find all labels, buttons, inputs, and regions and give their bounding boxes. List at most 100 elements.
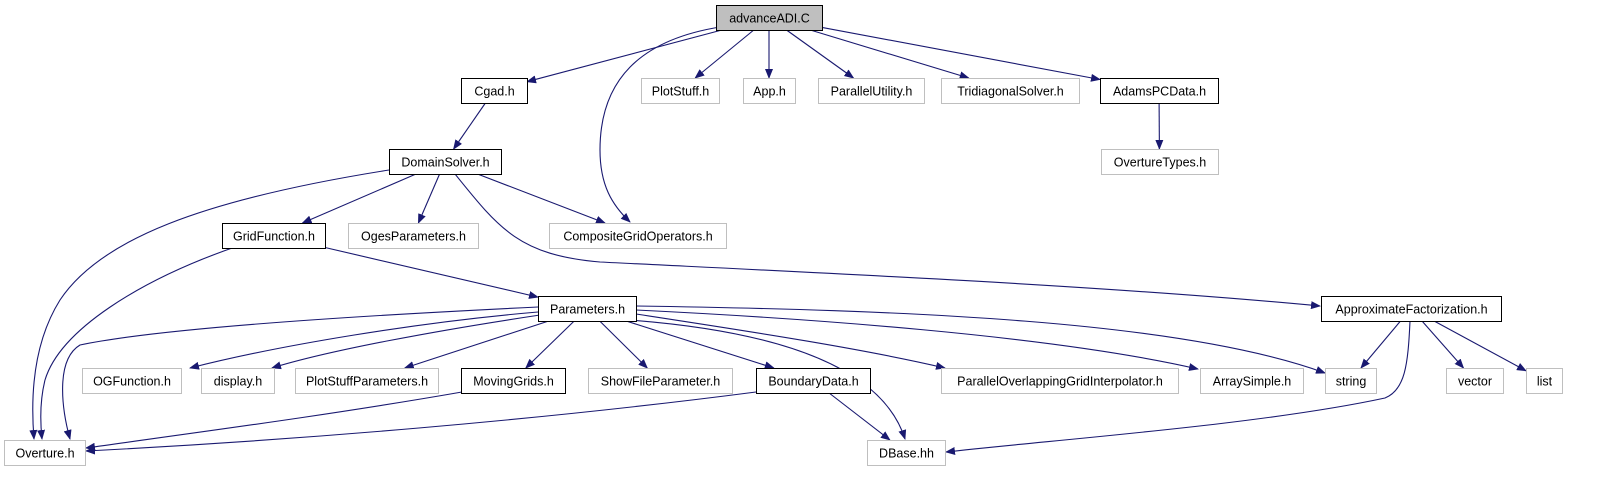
- edge-MovingGrids-to-Overture: [85, 391, 463, 451]
- node-label-PlotStuffParameters: PlotStuffParameters.h: [306, 375, 428, 389]
- node-box-vector: [1446, 368, 1504, 394]
- node-label-OvertureTypes: OvertureTypes.h: [1114, 156, 1206, 170]
- node-Cgad[interactable]: Cgad.h: [461, 78, 528, 104]
- node-list: list: [1526, 368, 1563, 394]
- node-Parameters[interactable]: Parameters.h: [538, 296, 637, 322]
- edge-DomainSolver-to-OgesParameters: [417, 173, 441, 224]
- edge-Parameters-to-MovingGrids: [525, 320, 575, 369]
- node-GridFunction[interactable]: GridFunction.h: [222, 223, 326, 249]
- node-label-ParallelUtility: ParallelUtility.h: [831, 85, 913, 99]
- node-MovingGrids[interactable]: MovingGrids.h: [461, 368, 566, 394]
- node-box-string: [1325, 368, 1377, 394]
- node-display: display.h: [201, 368, 275, 394]
- edge-Parameters-to-ArraySimple: [635, 309, 1199, 371]
- edge-GridFunction-to-Overture: [37, 246, 236, 440]
- edge-Parameters-to-display: [271, 314, 541, 370]
- edge-advanceADI-to-CompositeGridOperators: [599, 26, 721, 223]
- node-box-TridiagonalSolver: [941, 78, 1080, 104]
- node-box-Parameters: [538, 296, 637, 322]
- edge-advanceADI-to-ParallelUtility: [786, 29, 855, 79]
- node-label-Parameters: Parameters.h: [550, 303, 625, 317]
- edge-advanceADI-to-Cgad: [526, 29, 723, 84]
- node-box-ParallelOverlappingGridInterpolator: [941, 368, 1179, 394]
- node-box-ApproximateFactorization: [1321, 296, 1502, 322]
- node-ApproximateFactorization[interactable]: ApproximateFactorization.h: [1321, 296, 1502, 322]
- edge-BoundaryData-to-Overture: [85, 391, 757, 455]
- edges-layer: [29, 26, 1527, 455]
- node-box-PlotStuff: [641, 78, 720, 104]
- edge-BoundaryData-to-DBase: [828, 392, 891, 441]
- edge-Parameters-to-BoundaryData: [626, 320, 775, 370]
- node-label-OGFunction: OGFunction.h: [93, 375, 171, 389]
- node-box-ShowFileParameter: [588, 368, 733, 394]
- edge-advanceADI-to-AdamsPCData: [821, 26, 1101, 82]
- node-label-DomainSolver: DomainSolver.h: [401, 156, 489, 170]
- edge-Parameters-to-ParallelOverlappingGridInterpolator: [635, 313, 946, 370]
- edge-Parameters-to-Overture: [62, 306, 539, 440]
- node-advanceADI: advanceADI.C: [716, 5, 823, 31]
- node-box-CompositeGridOperators: [549, 223, 727, 249]
- node-ArraySimple: ArraySimple.h: [1200, 368, 1304, 394]
- node-PlotStuffParameters: PlotStuffParameters.h: [295, 368, 439, 394]
- node-label-MovingGrids: MovingGrids.h: [473, 375, 554, 389]
- node-label-vector: vector: [1458, 375, 1492, 389]
- edge-DomainSolver-to-Overture: [29, 169, 390, 440]
- node-PlotStuff: PlotStuff.h: [641, 78, 720, 104]
- node-ParallelOverlappingGridInterpolator: ParallelOverlappingGridInterpolator.h: [941, 368, 1179, 394]
- node-App: App.h: [743, 78, 796, 104]
- node-box-OGFunction: [82, 368, 182, 394]
- node-DBase: DBase.hh: [867, 440, 946, 466]
- node-box-AdamsPCData: [1100, 78, 1219, 104]
- node-label-list: list: [1537, 375, 1553, 389]
- node-box-ParallelUtility: [818, 78, 925, 104]
- node-TridiagonalSolver: TridiagonalSolver.h: [941, 78, 1080, 104]
- node-ParallelUtility: ParallelUtility.h: [818, 78, 925, 104]
- node-label-OgesParameters: OgesParameters.h: [361, 230, 466, 244]
- node-box-Cgad: [461, 78, 528, 104]
- node-label-PlotStuff: PlotStuff.h: [652, 85, 709, 99]
- node-Overture: Overture.h: [4, 440, 86, 466]
- node-string: string: [1325, 368, 1377, 394]
- node-box-DomainSolver: [389, 149, 502, 175]
- edge-GridFunction-to-Parameters: [324, 246, 539, 299]
- node-box-App: [743, 78, 796, 104]
- node-label-advanceADI: advanceADI.C: [729, 12, 810, 26]
- node-label-ArraySimple: ArraySimple.h: [1213, 375, 1292, 389]
- node-BoundaryData[interactable]: BoundaryData.h: [756, 368, 871, 394]
- edge-ApproximateFactorization-to-string: [1360, 320, 1401, 369]
- node-label-GridFunction: GridFunction.h: [233, 230, 315, 244]
- node-AdamsPCData[interactable]: AdamsPCData.h: [1100, 78, 1219, 104]
- node-box-advanceADI: [716, 5, 823, 31]
- node-box-OvertureTypes: [1101, 149, 1219, 175]
- node-label-ApproximateFactorization: ApproximateFactorization.h: [1335, 303, 1487, 317]
- node-label-Cgad: Cgad.h: [474, 85, 514, 99]
- node-label-display: display.h: [214, 375, 262, 389]
- node-box-BoundaryData: [756, 368, 871, 394]
- edge-Parameters-to-string: [635, 305, 1326, 374]
- node-vector: vector: [1446, 368, 1504, 394]
- node-ShowFileParameter: ShowFileParameter.h: [588, 368, 733, 394]
- edge-Parameters-to-PlotStuffParameters: [403, 320, 549, 370]
- node-box-PlotStuffParameters: [295, 368, 439, 394]
- edge-Cgad-to-DomainSolver: [453, 102, 486, 150]
- node-box-list: [1526, 368, 1563, 394]
- node-DomainSolver[interactable]: DomainSolver.h: [389, 149, 502, 175]
- edge-advanceADI-to-PlotStuff: [694, 29, 755, 79]
- node-label-App: App.h: [753, 85, 786, 99]
- node-box-ArraySimple: [1200, 368, 1304, 394]
- node-OvertureTypes: OvertureTypes.h: [1101, 149, 1219, 175]
- edge-DomainSolver-to-ApproximateFactorization: [454, 173, 1321, 310]
- node-label-ParallelOverlappingGridInterpolator: ParallelOverlappingGridInterpolator.h: [957, 375, 1163, 389]
- edge-advanceADI-to-TridiagonalSolver: [810, 29, 970, 80]
- node-label-string: string: [1336, 375, 1367, 389]
- edge-ApproximateFactorization-to-DBase: [945, 320, 1411, 455]
- edge-DomainSolver-to-GridFunction: [301, 173, 417, 224]
- node-box-OgesParameters: [348, 223, 479, 249]
- node-label-AdamsPCData: AdamsPCData.h: [1113, 85, 1206, 99]
- node-label-CompositeGridOperators: CompositeGridOperators.h: [563, 230, 712, 244]
- node-label-Overture: Overture.h: [15, 447, 74, 461]
- edge-Parameters-to-DBase: [629, 319, 907, 440]
- node-box-MovingGrids: [461, 368, 566, 394]
